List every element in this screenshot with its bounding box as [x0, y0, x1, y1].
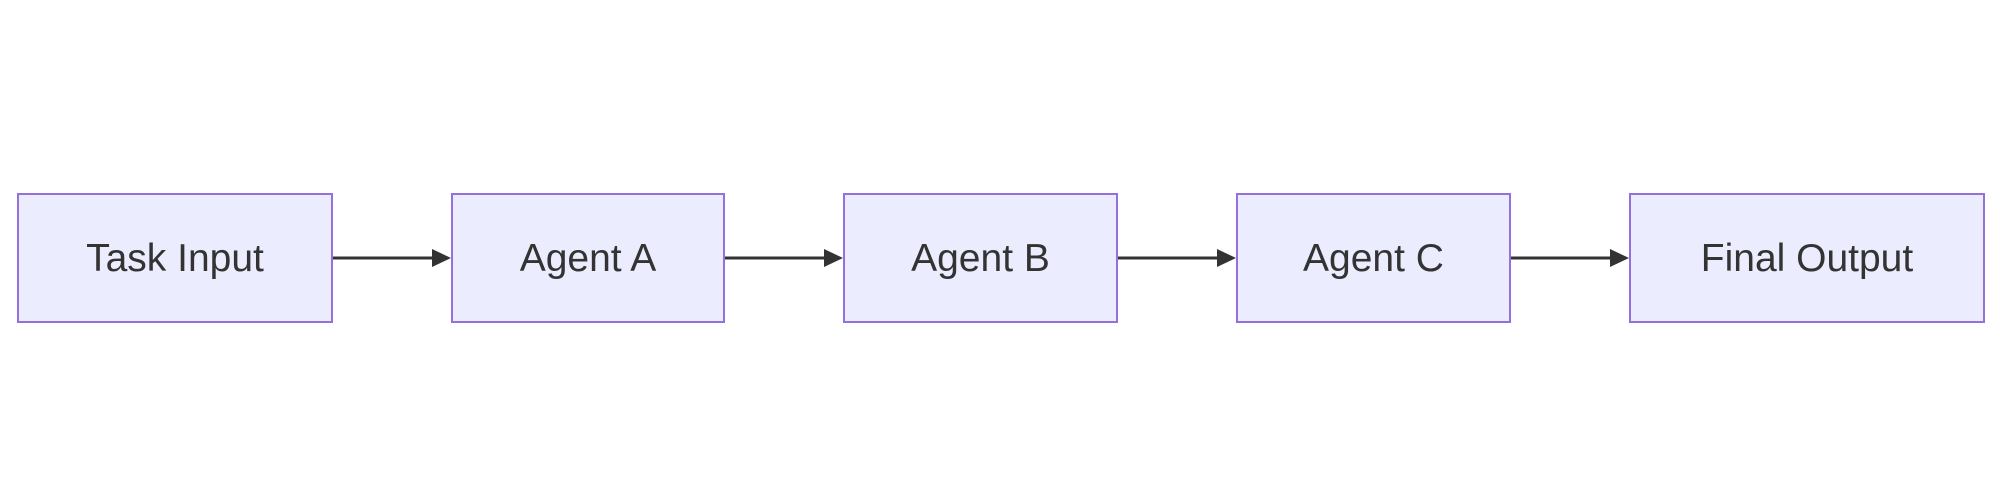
node-label: Agent B [911, 236, 1050, 280]
edge-agent-c-to-final-output [1511, 248, 1629, 268]
flow-node-agent-c: Agent C [1236, 193, 1511, 323]
node-label: Agent C [1303, 236, 1444, 280]
arrowhead-right-icon [1610, 249, 1629, 267]
node-label: Task Input [86, 236, 264, 280]
flowchart-row: Task Input Agent A Agent B Agent C [17, 193, 1985, 323]
flow-node-agent-b: Agent B [843, 193, 1118, 323]
node-label: Agent A [519, 236, 657, 280]
edge-line [1118, 256, 1224, 260]
arrowhead-right-icon [1217, 249, 1236, 267]
flow-node-task-input: Task Input [17, 193, 333, 323]
arrowhead-right-icon [432, 249, 451, 267]
node-label: Final Output [1700, 236, 1914, 280]
flow-node-final-output: Final Output [1629, 193, 1985, 323]
edge-line [333, 256, 439, 260]
edge-task-input-to-agent-a [333, 248, 451, 268]
edge-agent-b-to-agent-c [1118, 248, 1236, 268]
edge-line [1511, 256, 1617, 260]
edge-line [725, 256, 831, 260]
edge-agent-a-to-agent-b [725, 248, 843, 268]
flow-node-agent-a: Agent A [451, 193, 725, 323]
arrowhead-right-icon [824, 249, 843, 267]
